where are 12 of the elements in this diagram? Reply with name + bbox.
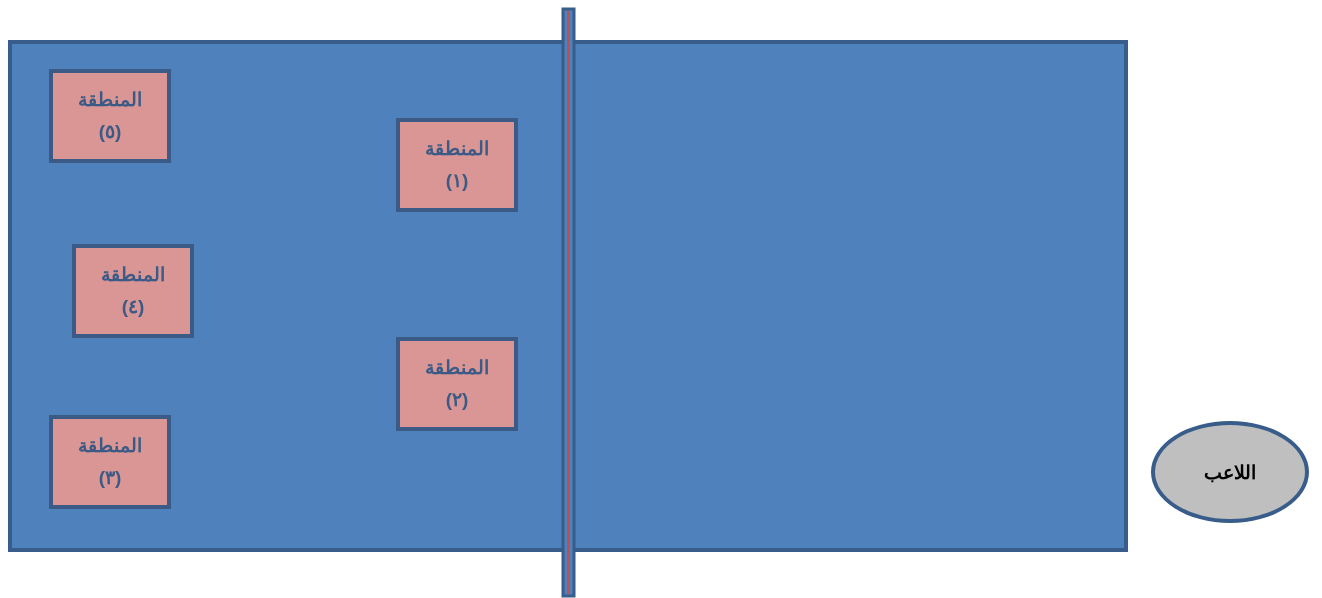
zone-box [72, 244, 194, 338]
zone-label: المنطقة (٣) [77, 433, 143, 490]
zone-label: المنطقة (٥) [77, 87, 143, 144]
zone-box [396, 118, 518, 212]
zone-label: المنطقة (٤) [100, 262, 166, 319]
court-area [8, 40, 1128, 552]
zone-box [49, 69, 171, 163]
zone-box [49, 415, 171, 509]
zone-label: المنطقة (٢) [424, 355, 490, 412]
player-label: اللاعب [1204, 460, 1256, 484]
zone-label: المنطقة (١) [424, 136, 490, 193]
zone-box [396, 337, 518, 431]
